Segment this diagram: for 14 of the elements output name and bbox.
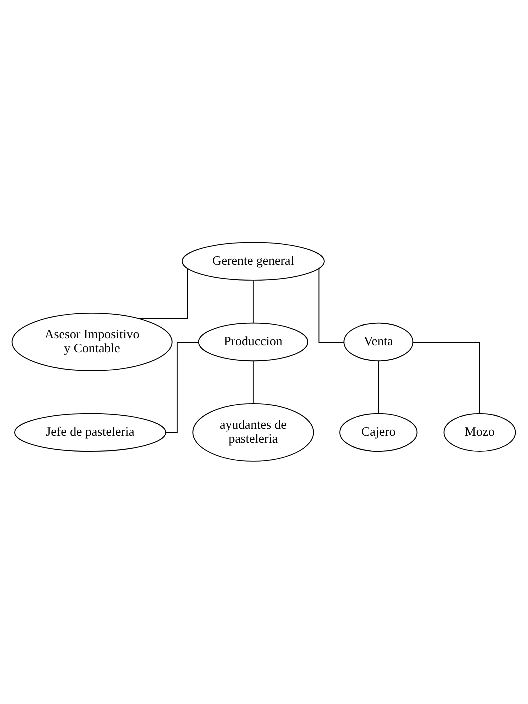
connector [137,268,188,320]
node-ellipse: Venta [344,322,414,362]
node-ellipse: Cajero [340,413,418,452]
node-ellipse: ayudantes de pasteleria [192,403,314,462]
connector [252,280,254,324]
node-ellipse: Asesor Impositivo y Contable [12,313,173,372]
connector [378,360,380,414]
node-ellipse: Gerente general [182,242,325,281]
connector [412,342,480,414]
connector [252,360,254,404]
node-ellipse: Mozo [444,413,516,452]
node-ellipse: Produccion [198,322,308,362]
connector [318,268,345,343]
node-ellipse: Jefe de pasteleria [14,413,166,452]
